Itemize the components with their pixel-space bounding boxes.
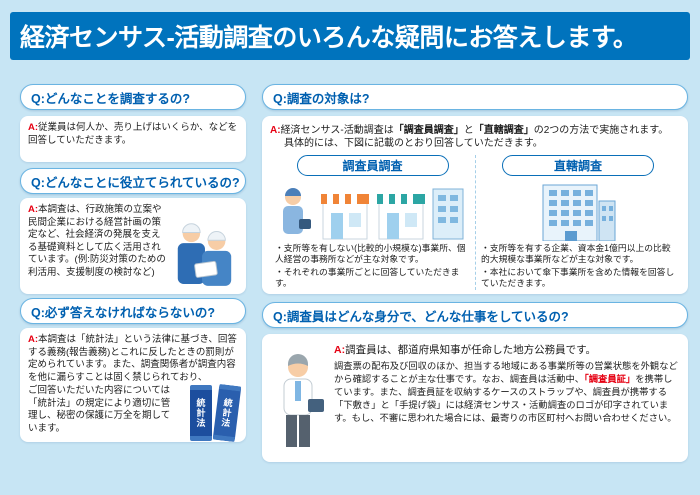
answer-line1: A:調査員は、都道府県知事が任命した地方公務員です。 <box>334 344 597 356</box>
survey-type-label-enumerator: 調査員調査 <box>296 155 449 176</box>
q-prefix: Q: <box>31 175 45 190</box>
workers-illustration <box>170 204 238 288</box>
answer-box-survey-targets: A:経済センサス-活動調査は「調査員調査」と「直轄調査」の2つの方法で実施されま… <box>262 116 688 294</box>
question-box-enumerator-role: Q:調査員はどんな身分で、どんな仕事をしているの? <box>262 302 688 328</box>
question-box-survey-targets: Q:調査の対象は? <box>262 84 688 110</box>
a-prefix: A: <box>28 204 39 215</box>
answer-box-enumerator-role: A:調査員は、都道府県知事が任命した地方公務員です。 調査票の配布及び回収のほか… <box>262 334 688 462</box>
question-box-what-is-surveyed: Q:どんなことを調査するの? <box>20 84 246 110</box>
answer-line1: A:経済センサス-活動調査は「調査員調査」と「直轄調査」の2つの方法で実施されま… <box>270 125 669 136</box>
title-banner: 経済センサス-活動調査のいろんな疑問にお答えします。 <box>10 12 690 60</box>
statistics-law-books-illustration: 統計法 統計法 <box>178 383 242 443</box>
bullet-item: ・支所等を有しない(比較的小規模な)事業所、個人経営の事務所などが主な対象です。 <box>275 243 466 265</box>
direct-survey-illustration <box>533 179 623 241</box>
a-prefix: A: <box>270 125 281 136</box>
answer-paragraph: 調査票の配布及び回収のほか、担当する地域にある事業所等の営業状態を外観などから確… <box>334 361 678 424</box>
answer-text-part2: ご回答いただいた内容については「統計法」の規定により適切に管理し、秘密の保護に万… <box>28 385 171 434</box>
bullet-item: ・支所等を有する企業、資本金1億円以上の比較的大規模な事業所などが主な対象です。 <box>481 243 671 265</box>
a-prefix: A: <box>28 122 39 133</box>
enumerator-person-icon <box>283 354 324 447</box>
answer-box-how-used: A:本調査は、行政施策の立案や民間企業における経営計画の策定など、社会経済の発展… <box>20 198 246 294</box>
book-label: 統計法 <box>219 397 234 429</box>
book-spine: 統計法 <box>212 383 242 443</box>
bullet-item: ・本社において傘下事業所を含めた情報を回答していただきます。 <box>481 266 675 288</box>
survey-type-enumerator: 調査員調査 <box>270 155 475 290</box>
answer-text: A:従業員は何人か、売り上げはいくらか、などを回答していただきます。 <box>28 122 238 146</box>
enumerator-id-highlight: 「調査員証」 <box>584 374 636 385</box>
q-prefix: Q: <box>273 309 287 324</box>
answer-text: A:本調査は、行政施策の立案や民間企業における経営計画の策定など、社会経済の発展… <box>28 204 166 278</box>
direct-bullets: ・支所等を有する企業、資本金1億円以上の比較的大規模な事業所などが主な対象です。… <box>481 243 675 290</box>
question-box-must-answer: Q:必ず答えなければならないの? <box>20 298 246 324</box>
answer-box-what-is-surveyed: A:従業員は何人か、売り上げはいくらか、などを回答していただきます。 <box>20 116 246 162</box>
page-title: 経済センサス-活動調査のいろんな疑問にお答えします。 <box>20 24 638 52</box>
enumerator-illustration <box>270 342 326 454</box>
workers-icon <box>177 223 232 286</box>
q-prefix: Q: <box>273 91 287 106</box>
enumerator-survey-illustration <box>275 179 470 241</box>
book-spine: 統計法 <box>190 385 212 442</box>
question-text: Q:調査の対象は? <box>273 91 370 106</box>
q-prefix: Q: <box>31 305 45 320</box>
q-prefix: Q: <box>31 91 45 106</box>
survey-type-label-direct: 直轄調査 <box>502 155 654 176</box>
survey-type-direct: 直轄調査 <box>475 155 680 290</box>
question-text: Q:どんなことを調査するの? <box>31 91 191 106</box>
a-prefix: A: <box>28 334 39 345</box>
a-prefix: A: <box>334 344 346 356</box>
question-text: Q:必ず答えなければならないの? <box>31 305 216 320</box>
answer-box-must-answer: A:本調査は「統計法」という法律に基づき、回答する義務(報告義務)とこれに反した… <box>20 328 246 443</box>
question-text: Q:どんなことに役立てられているの? <box>31 175 240 190</box>
shops-and-surveyor-icon <box>283 188 464 240</box>
answer-text-part1: A:本調査は「統計法」という法律に基づき、回答する義務(報告義務)とこれに反した… <box>28 334 237 383</box>
book-label: 統計法 <box>195 398 206 429</box>
question-box-how-used: Q:どんなことに役立てられているの? <box>20 168 246 194</box>
question-text: Q:調査員はどんな身分で、どんな仕事をしているの? <box>273 309 569 324</box>
bullet-item: ・それぞれの事業所ごとに回答していただきます。 <box>275 266 460 288</box>
answer-line2: 具体的には、下図に記載のとおり回答していただきます。 <box>284 138 543 149</box>
enumerator-bullets: ・支所等を有しない(比較的小規模な)事業所、個人経営の事務所などが主な対象です。… <box>275 243 470 290</box>
office-building-icon <box>542 184 616 241</box>
